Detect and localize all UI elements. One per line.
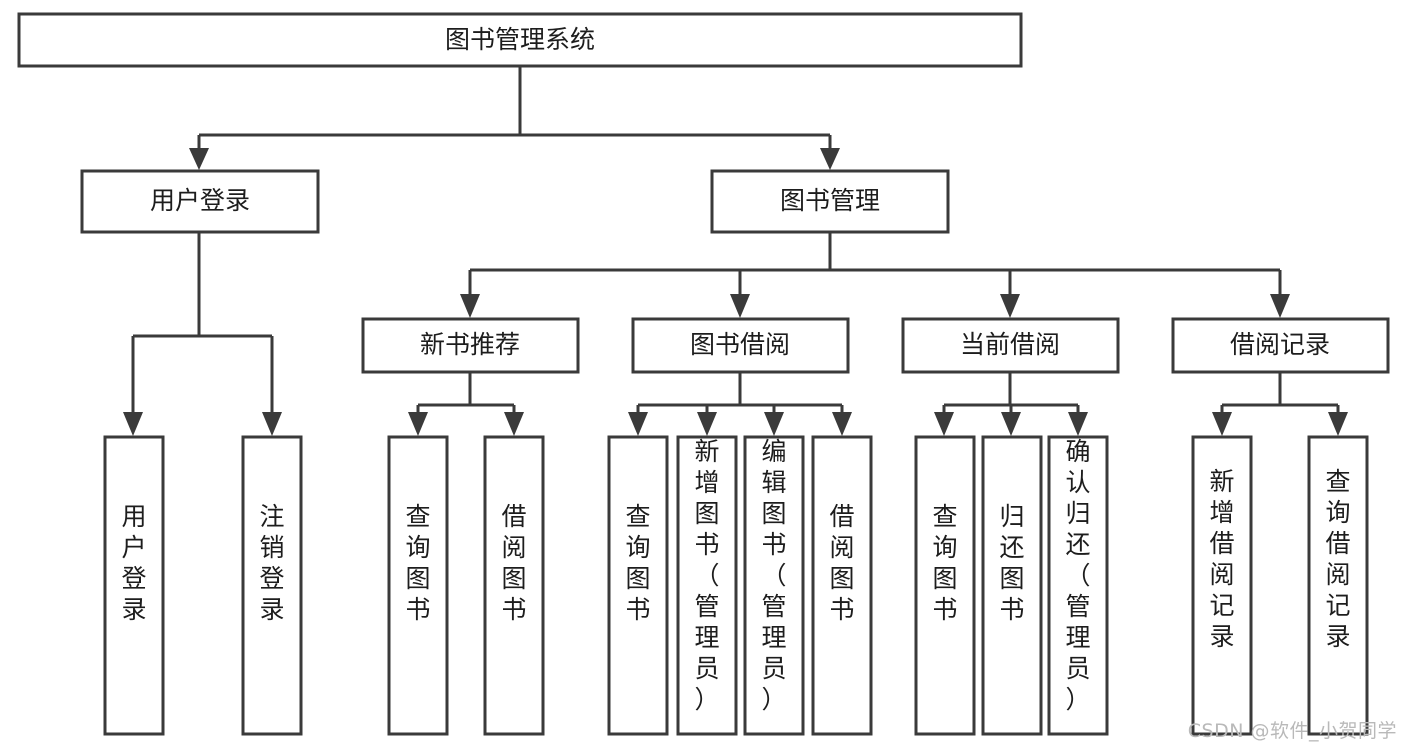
arrow-head-current-borrow bbox=[1000, 294, 1020, 318]
leaf-user-login-label: 用户登录 bbox=[121, 502, 146, 624]
node-new-book-recommend[interactable]: 新书推荐 bbox=[361, 317, 580, 374]
arrow-head-currentborrow-leaf-3 bbox=[1068, 412, 1088, 436]
leaf-bookborrow-add-book-label: 新增图书（管理员） bbox=[694, 437, 719, 714]
node-book-management-label: 图书管理 bbox=[780, 186, 880, 215]
arrow-head-borrowrecord-leaf-1 bbox=[1212, 412, 1232, 436]
leaf-bookborrow-edit-book-label: 编辑图书（管理员） bbox=[761, 437, 786, 714]
arrow-head-book-borrow bbox=[730, 294, 750, 318]
leaf-node[interactable]: 注销登录 bbox=[241, 435, 303, 736]
leaf-borrowrecord-query-label: 查询借阅记录 bbox=[1325, 467, 1350, 651]
node-book-management-box[interactable] bbox=[710, 169, 950, 234]
connector-layer bbox=[123, 67, 1348, 436]
node-new-book-recommend-label: 新书推荐 bbox=[420, 330, 520, 359]
leaf-newbook-borrow-book-box[interactable] bbox=[483, 435, 545, 736]
arrow-head-leaf-user-login bbox=[123, 412, 143, 436]
node-root-box[interactable] bbox=[17, 12, 1023, 68]
leaf-bookborrow-borrow-book-box[interactable] bbox=[811, 435, 873, 736]
node-current-borrow-box[interactable] bbox=[901, 317, 1120, 374]
arrow-head-currentborrow-leaf-2 bbox=[1001, 412, 1021, 436]
leaf-logout-label: 注销登录 bbox=[259, 502, 284, 624]
leaf-newbook-borrow-book-label: 借阅图书 bbox=[501, 502, 526, 624]
leaf-bookborrow-borrow-book-label: 借阅图书 bbox=[829, 502, 854, 624]
leaf-node[interactable]: 归还图书 bbox=[981, 435, 1043, 736]
node-current-borrow-label: 当前借阅 bbox=[960, 330, 1060, 359]
leaf-node[interactable]: 用户登录 bbox=[103, 435, 165, 736]
arrow-head-bookborrow-leaf-2 bbox=[697, 412, 717, 436]
arrow-head-currentborrow-leaf-1 bbox=[934, 412, 954, 436]
leaf-newbook-query-book-box[interactable] bbox=[387, 435, 449, 736]
leaf-node[interactable]: 借阅图书 bbox=[811, 435, 873, 736]
leaf-bookborrow-edit-book-box[interactable] bbox=[743, 435, 805, 736]
leaf-currentborrow-return-book-label: 归还图书 bbox=[999, 502, 1024, 624]
leaf-currentborrow-confirm-return-box[interactable] bbox=[1047, 435, 1109, 736]
node-user-login-label: 用户登录 bbox=[150, 186, 250, 215]
node-root-book-management-system[interactable]: 图书管理系统 bbox=[17, 12, 1023, 68]
arrow-head-borrow-record bbox=[1270, 294, 1290, 318]
leaf-node[interactable]: 新增借阅记录 bbox=[1191, 435, 1253, 736]
arrow-head-bookborrow-leaf-3 bbox=[764, 412, 784, 436]
leaf-currentborrow-confirm-return-label: 确认归还（管理员） bbox=[1065, 437, 1090, 714]
arrow-head-bookborrow-leaf-4 bbox=[832, 412, 852, 436]
leaf-bookborrow-query-book-label: 查询图书 bbox=[625, 502, 650, 624]
leaf-currentborrow-return-book-box[interactable] bbox=[981, 435, 1043, 736]
node-book-borrow-label: 图书借阅 bbox=[690, 330, 790, 359]
node-user-login-box[interactable] bbox=[80, 169, 320, 234]
node-book-borrow[interactable]: 图书借阅 bbox=[631, 317, 850, 374]
node-user-login[interactable]: 用户登录 bbox=[80, 169, 320, 234]
node-root-label: 图书管理系统 bbox=[445, 25, 595, 54]
arrow-head-user-login bbox=[189, 148, 209, 170]
leaf-node[interactable]: 查询借阅记录 bbox=[1307, 435, 1369, 736]
leaf-node[interactable]: 确认归还（管理员） bbox=[1047, 435, 1109, 736]
node-borrow-record-label: 借阅记录 bbox=[1230, 330, 1330, 359]
leaf-bookborrow-query-book-box[interactable] bbox=[607, 435, 669, 736]
leaf-node[interactable]: 借阅图书 bbox=[483, 435, 545, 736]
arrow-head-newbook-leaf-1 bbox=[408, 412, 428, 436]
node-borrow-record-box[interactable] bbox=[1171, 317, 1390, 374]
arrow-head-borrowrecord-leaf-2 bbox=[1328, 412, 1348, 436]
leaf-newbook-query-book-label: 查询图书 bbox=[405, 502, 430, 624]
node-book-borrow-box[interactable] bbox=[631, 317, 850, 374]
node-borrow-record[interactable]: 借阅记录 bbox=[1171, 317, 1390, 374]
leaf-bookborrow-add-book-box[interactable] bbox=[676, 435, 738, 736]
arrow-head-newbook-leaf-2 bbox=[504, 412, 524, 436]
arrow-head-leaf-logout bbox=[262, 412, 282, 436]
leaf-node[interactable]: 新增图书（管理员） bbox=[676, 435, 738, 736]
leaf-user-login-box[interactable] bbox=[103, 435, 165, 736]
leaf-currentborrow-query-book-label: 查询图书 bbox=[932, 502, 957, 624]
leaf-node[interactable]: 查询图书 bbox=[387, 435, 449, 736]
leaf-borrowrecord-add-label: 新增借阅记录 bbox=[1209, 467, 1234, 651]
arrow-head-new-book bbox=[460, 294, 480, 318]
csdn-watermark: CSDN @软件_小贺同学 bbox=[1187, 720, 1397, 742]
node-new-book-recommend-box[interactable] bbox=[361, 317, 580, 374]
leaf-borrowrecord-add-box[interactable] bbox=[1191, 435, 1253, 736]
leaf-node[interactable]: 编辑图书（管理员） bbox=[743, 435, 805, 736]
node-book-management[interactable]: 图书管理 bbox=[710, 169, 950, 234]
leaf-currentborrow-query-book-box[interactable] bbox=[914, 435, 976, 736]
arrow-head-bookborrow-leaf-1 bbox=[628, 412, 648, 436]
arrow-head-book-mgmt bbox=[820, 148, 840, 170]
leaf-logout-box[interactable] bbox=[241, 435, 303, 736]
leaf-borrowrecord-query-box[interactable] bbox=[1307, 435, 1369, 736]
leaf-node[interactable]: 查询图书 bbox=[914, 435, 976, 736]
leaf-node[interactable]: 查询图书 bbox=[607, 435, 669, 736]
node-current-borrow[interactable]: 当前借阅 bbox=[901, 317, 1120, 374]
